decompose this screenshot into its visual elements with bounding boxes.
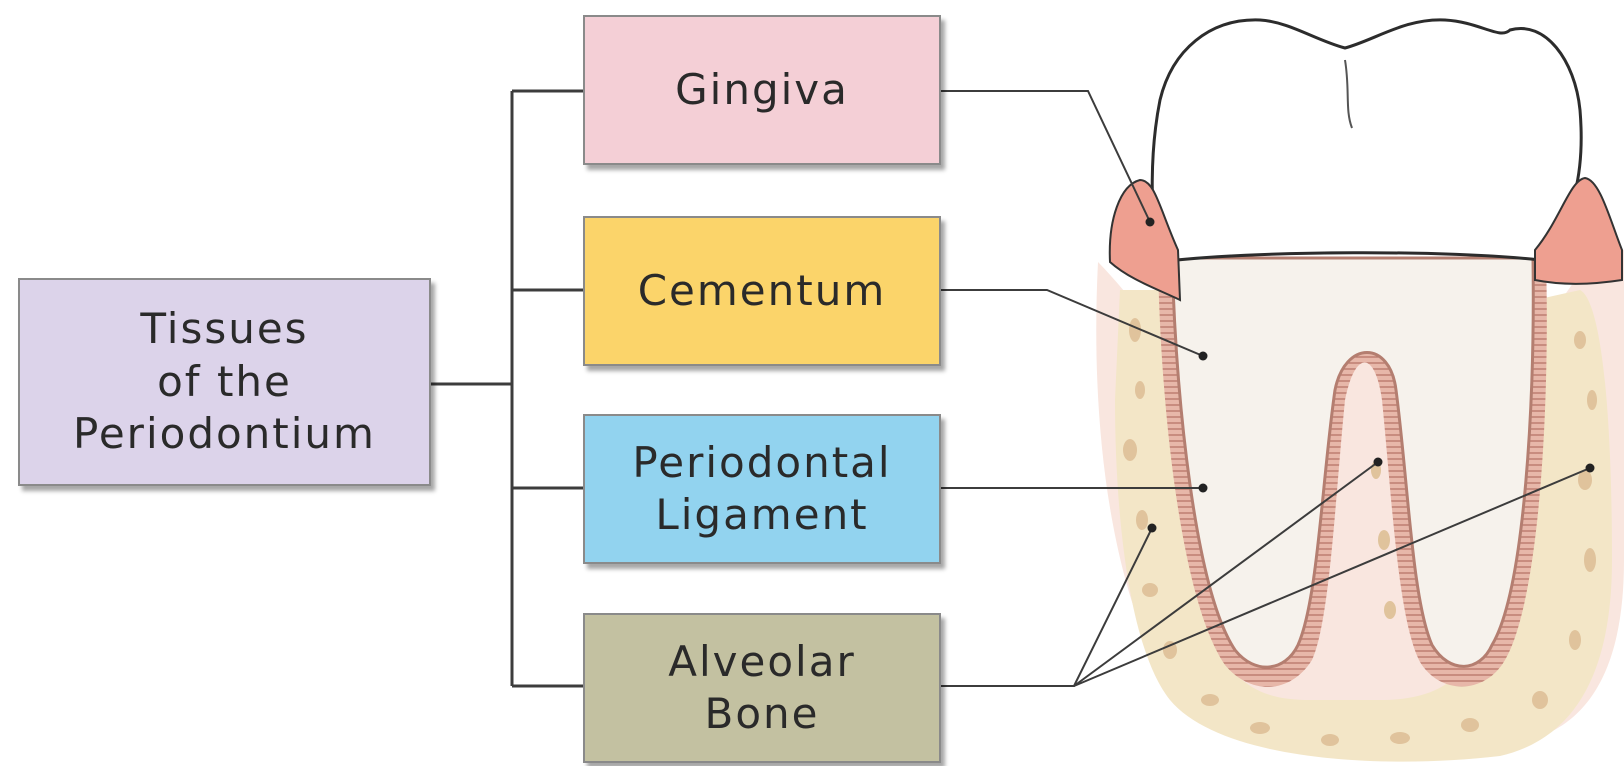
root-node-box: Tissues of the Periodontium bbox=[18, 278, 431, 486]
node-cementum: Cementum bbox=[583, 216, 941, 366]
node-periodontal-ligament: Periodontal Ligament bbox=[583, 414, 941, 564]
node-gingiva: Gingiva bbox=[583, 15, 941, 165]
node-alveolar-bone: Alveolar Bone bbox=[583, 613, 941, 763]
